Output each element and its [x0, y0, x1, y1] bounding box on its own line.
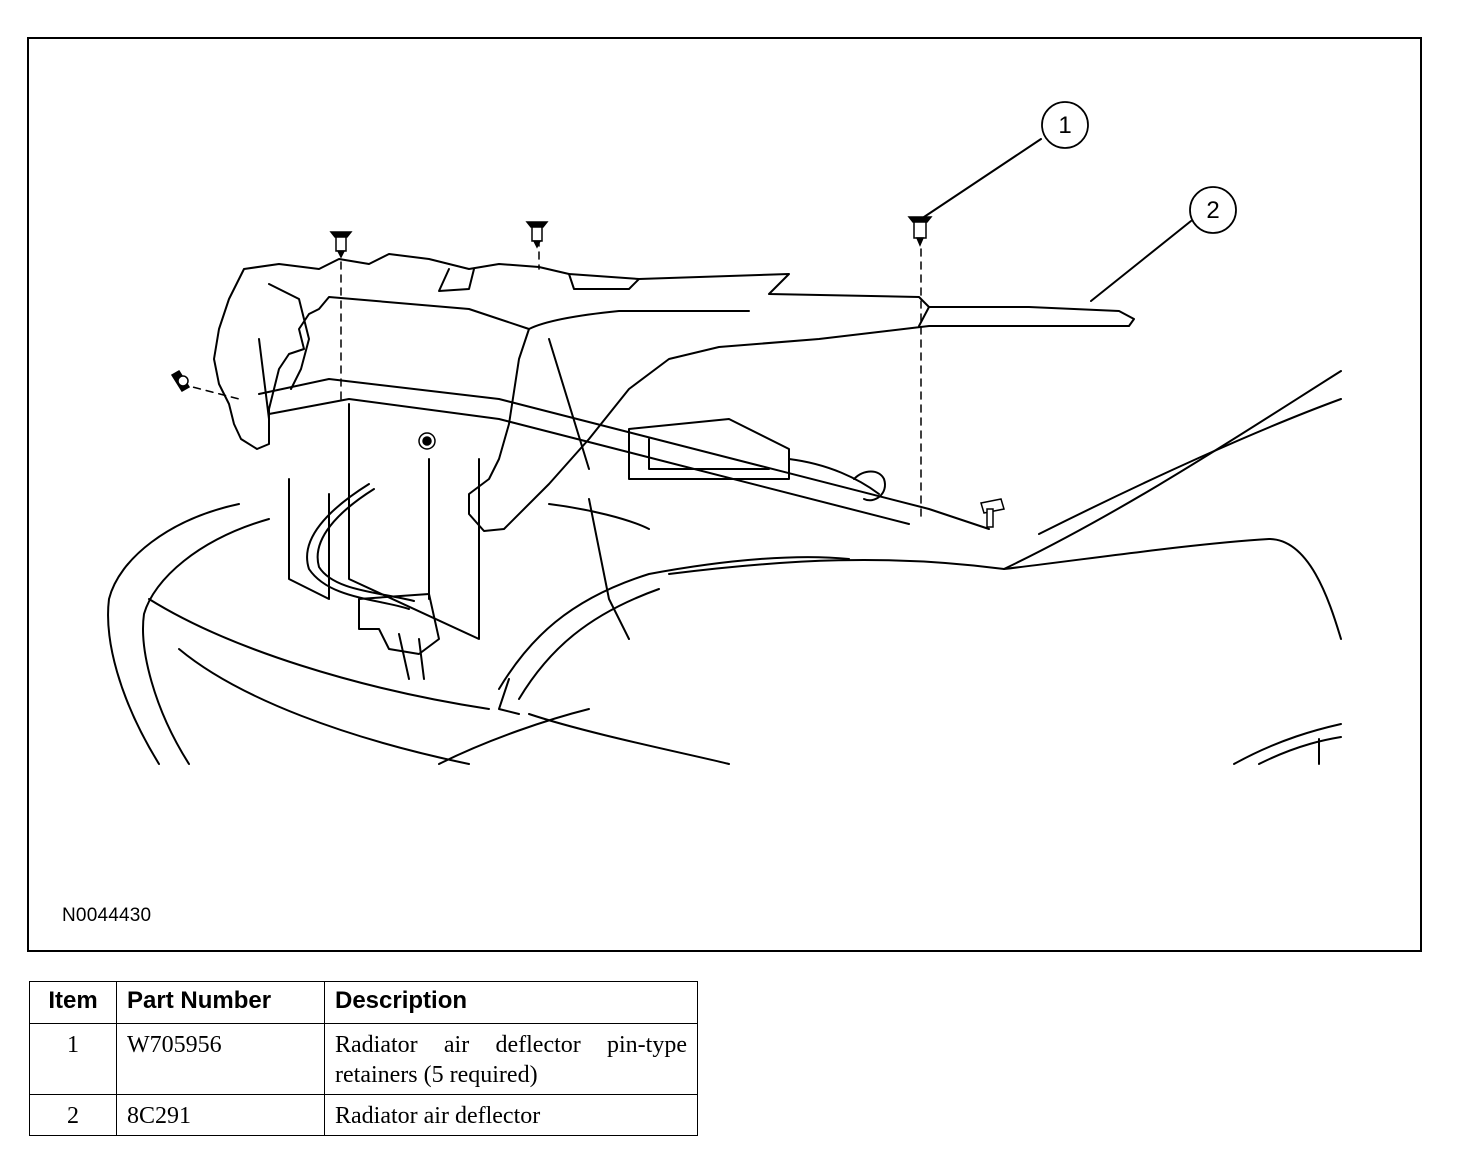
cell-description: Radiator air deflector pin-type retainer… [324, 1023, 698, 1095]
header-part-number: Part Number [116, 981, 325, 1024]
parts-table: Item Part Number Description 1 W705956 R… [29, 981, 698, 1136]
cell-part-number: 8C291 [116, 1094, 325, 1136]
bumper-outline [107, 503, 240, 765]
fender-edge [498, 556, 850, 690]
cell-item: 1 [29, 1023, 117, 1095]
header-item: Item [29, 981, 117, 1024]
bumper-inner-line [142, 518, 270, 765]
callout-1: 1 [1041, 101, 1089, 149]
retainer-pin-icon [418, 432, 436, 450]
retainer-pin-icon [907, 216, 933, 247]
hood-latch [358, 593, 440, 655]
hood-outline [668, 370, 1342, 575]
retainer-pin-icon [170, 369, 191, 393]
cell-description: Radiator air deflector [324, 1094, 698, 1136]
table-row: 2 8C291 Radiator air deflector [29, 1094, 698, 1136]
figure-frame: 1 2 N0044430 [27, 37, 1422, 952]
retainer-pin-icon [525, 221, 549, 249]
retainer-pin-icon [980, 498, 1005, 528]
table-header-row: Item Part Number Description [29, 981, 698, 1024]
install-line-side [180, 383, 240, 400]
header-description: Description [324, 981, 698, 1024]
leader-line-1 [923, 138, 1042, 218]
bumper-lower-line [178, 648, 470, 765]
radiator-air-deflector-illustration: 1 2 [107, 101, 1342, 765]
table-row: 1 W705956 Radiator air deflector pin-typ… [29, 1023, 698, 1095]
svg-text:2: 2 [1206, 197, 1219, 224]
cell-item: 2 [29, 1094, 117, 1136]
figure-id-label: N0044430 [62, 905, 152, 926]
hood-cable [306, 483, 410, 610]
callout-2: 2 [1189, 186, 1237, 234]
cell-part-number: W705956 [116, 1023, 325, 1095]
radiator-support [258, 378, 990, 530]
leader-line-2 [1090, 220, 1192, 302]
retainer-pin-icon [329, 231, 353, 259]
air-deflector [213, 253, 1135, 532]
svg-text:1: 1 [1058, 112, 1071, 139]
